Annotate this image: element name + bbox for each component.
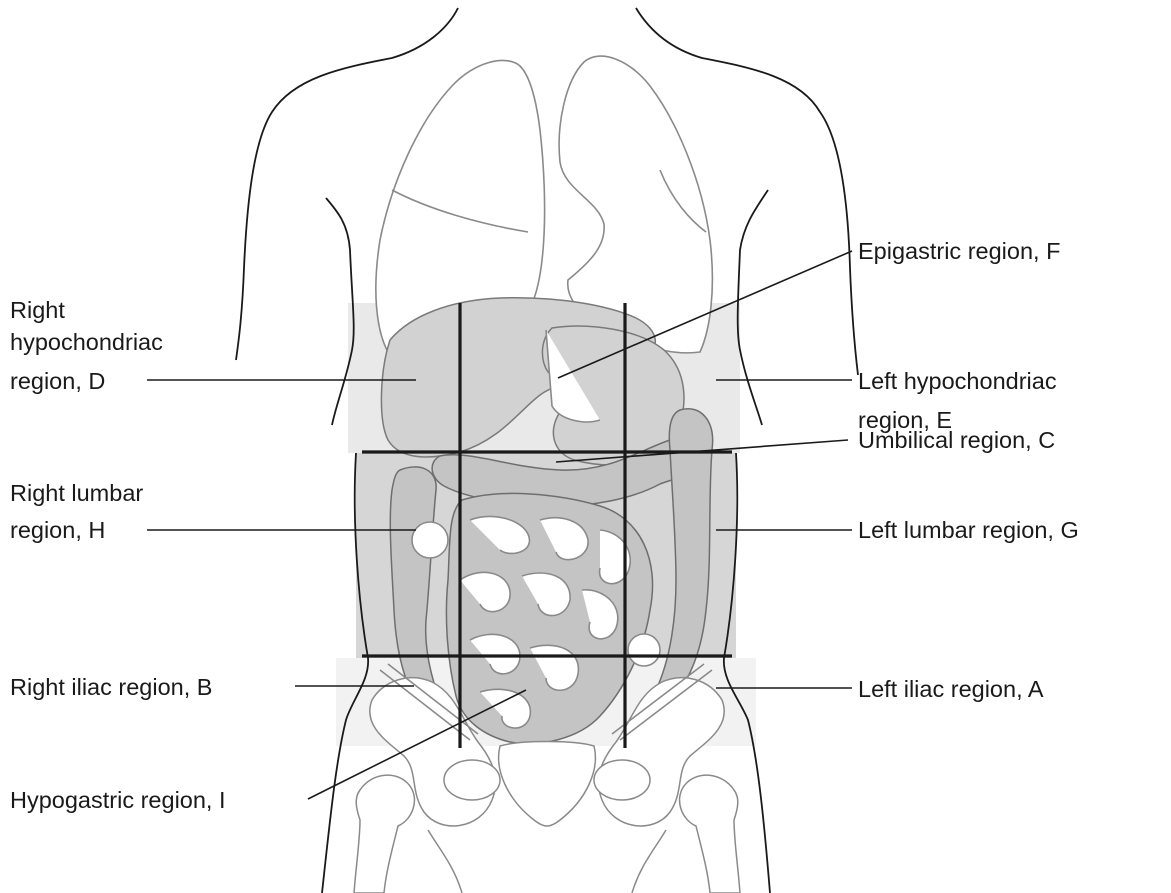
label-umbilical: Umbilical region, C — [858, 427, 1055, 453]
label-left-hypochondriac-1: Left hypochondriac — [858, 368, 1057, 394]
label-left-iliac: Left iliac region, A — [858, 676, 1044, 702]
label-right-hypochondriac-1: Right — [10, 297, 65, 323]
label-right-lumbar-1: Right lumbar — [10, 480, 143, 506]
sacrum — [499, 742, 596, 827]
label-right-hypochondriac-3: region, D — [10, 368, 105, 394]
label-right-iliac: Right iliac region, B — [10, 674, 212, 700]
label-right-hypochondriac-2: hypochondriac — [10, 329, 163, 355]
label-hypogastric: Hypogastric region, I — [10, 787, 226, 813]
label-epigastric: Epigastric region, F — [858, 238, 1060, 264]
left-femur — [680, 775, 740, 893]
label-left-lumbar: Left lumbar region, G — [858, 517, 1079, 543]
label-right-lumbar-2: region, H — [10, 517, 105, 543]
right-femur — [354, 775, 414, 893]
